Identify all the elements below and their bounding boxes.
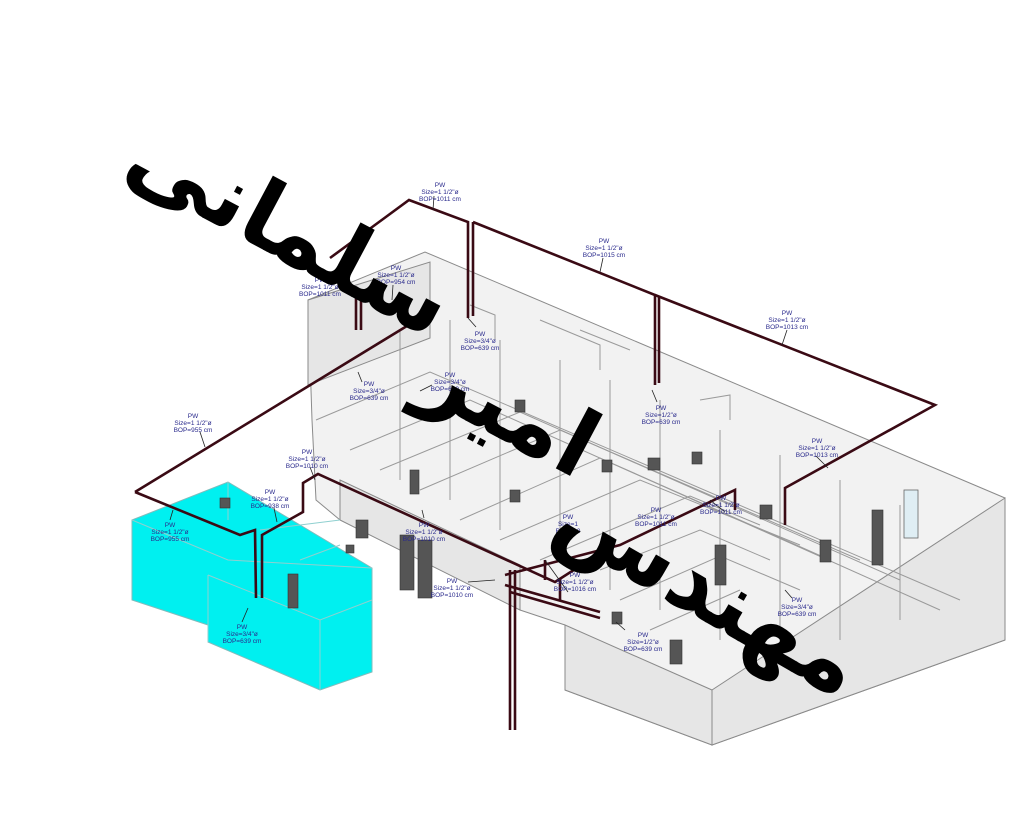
building-wall-north bbox=[307, 261, 431, 386]
door-icon bbox=[417, 539, 433, 599]
window-icon bbox=[669, 639, 683, 665]
building-wall-south bbox=[564, 624, 713, 746]
window-icon bbox=[611, 611, 623, 625]
windows-and-doors bbox=[355, 399, 919, 665]
window-icon bbox=[514, 399, 526, 413]
window-icon bbox=[691, 451, 703, 465]
door-icon bbox=[871, 509, 884, 566]
plumbing-pipes bbox=[134, 198, 939, 730]
watermark-word-salmani: سلمانی bbox=[110, 99, 471, 359]
label-leaders bbox=[169, 195, 829, 631]
main-building bbox=[307, 251, 1006, 746]
highlighted-zone bbox=[131, 481, 373, 691]
window-icon bbox=[409, 469, 420, 495]
door-icon bbox=[287, 573, 299, 609]
window-icon bbox=[509, 489, 521, 503]
window-icon bbox=[903, 489, 919, 539]
window-icon bbox=[219, 497, 231, 509]
window-icon bbox=[759, 504, 773, 520]
window-icon bbox=[647, 457, 661, 471]
window-icon bbox=[345, 544, 355, 554]
window-icon bbox=[355, 519, 369, 539]
door-icon bbox=[714, 544, 727, 586]
window-icon bbox=[819, 539, 832, 563]
door-icon bbox=[399, 534, 415, 591]
window-icon bbox=[601, 459, 613, 473]
